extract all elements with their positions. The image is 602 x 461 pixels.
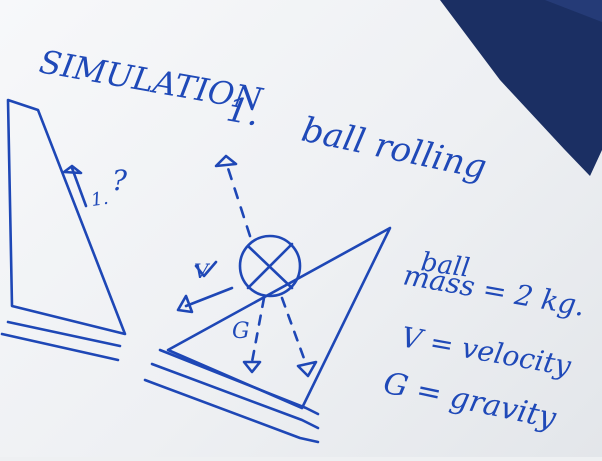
gravity-arrows	[244, 298, 316, 376]
left-ramp	[2, 100, 125, 360]
mass-text: mass = 2 kg.	[401, 258, 588, 322]
left-label-text: 1.	[90, 188, 110, 211]
question-mark-text: ?	[112, 164, 128, 197]
ball	[240, 236, 300, 296]
g-vector-label: G	[232, 319, 250, 344]
upward-dashed-arrow	[216, 156, 250, 236]
v-vector-label: V	[194, 259, 211, 283]
right-ramp	[145, 228, 390, 442]
subtitle-text: ball rolling	[298, 110, 490, 188]
number-text: 1.	[223, 89, 262, 134]
